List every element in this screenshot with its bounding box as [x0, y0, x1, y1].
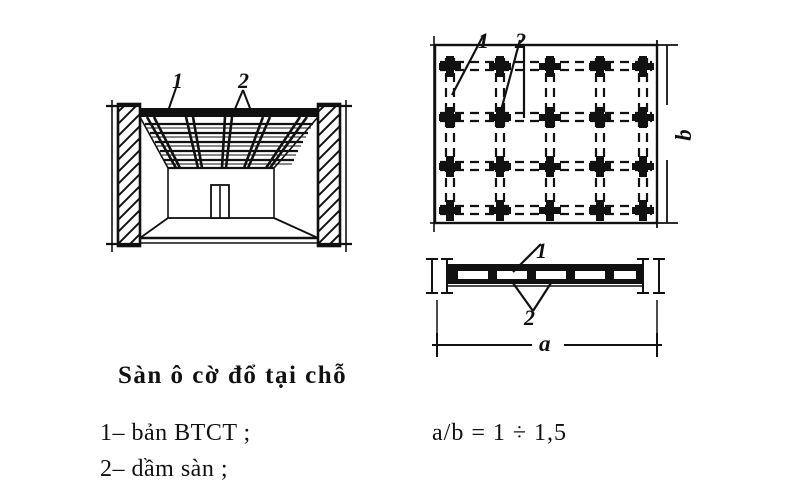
- figure-title: Sàn ô cờ đổ tại chỗ: [118, 362, 348, 389]
- perspective-label-1: 1: [172, 68, 183, 93]
- perspective-leaders: [166, 87, 254, 117]
- plan-label-2: 2: [515, 28, 526, 53]
- dimension-a: [432, 333, 662, 357]
- legend-item-2: 2– dầm sàn ;: [100, 456, 228, 482]
- legend-item-1: 1– bản BTCT ;: [100, 420, 251, 446]
- beam-intersections: [439, 56, 654, 221]
- left-wall: [106, 100, 142, 252]
- section-depth-marker-left: [426, 258, 453, 294]
- coffered-ceiling: [139, 108, 319, 170]
- right-wall: [316, 100, 352, 252]
- room-interior: [139, 167, 319, 244]
- perspective-view-group: [106, 87, 352, 252]
- perspective-label-2: 2: [238, 68, 249, 93]
- plan-label-1: 1: [478, 28, 489, 53]
- section-dimension-a: a: [539, 331, 551, 356]
- aspect-ratio-formula: a/b = 1 ÷ 1,5: [432, 420, 568, 446]
- section-label-2: 2: [524, 305, 535, 330]
- section-label-1: 1: [536, 238, 547, 263]
- section-view-group: [426, 243, 665, 357]
- section-depth-marker-right: [637, 258, 665, 294]
- section-voids: [458, 271, 636, 279]
- dimension-b: [656, 40, 678, 228]
- plan-view-group: [430, 35, 678, 232]
- plan-dimension-b: b: [670, 129, 696, 141]
